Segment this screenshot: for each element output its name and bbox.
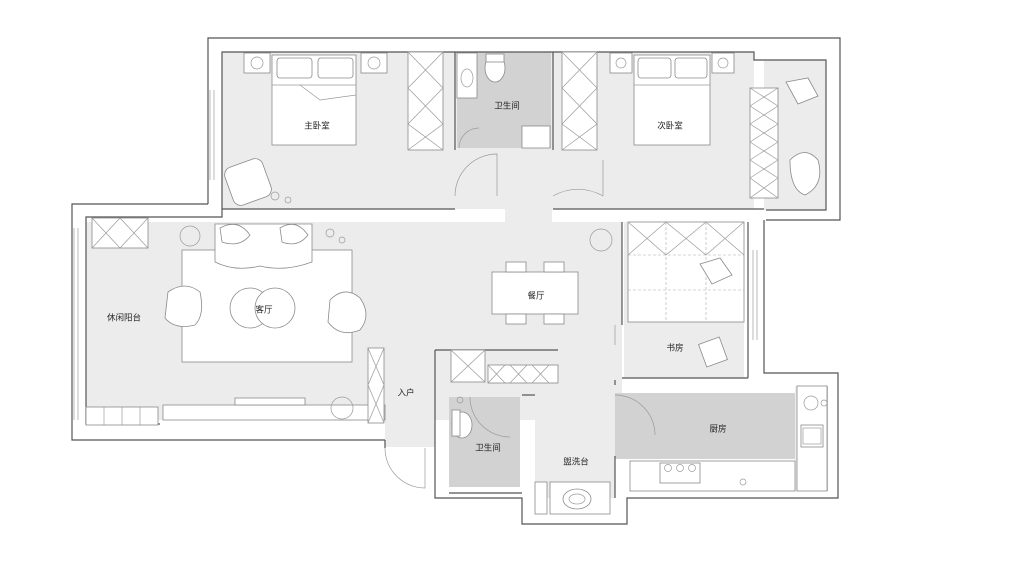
master-lounge-chair — [224, 158, 292, 206]
balcony-cabinets — [85, 217, 159, 426]
sofa — [179, 223, 346, 269]
bathroom-bottom-fixtures — [451, 396, 473, 439]
label-bathroom-top: 卫生间 — [494, 101, 520, 112]
wash-basin-fixture — [534, 481, 611, 515]
label-wash-basin: 盥洗台 — [563, 457, 589, 468]
bathroom-top-fixtures — [456, 52, 551, 149]
armchairs — [164, 285, 367, 334]
kitchen-counter — [629, 385, 828, 492]
label-leisure-balcony: 休闲阳台 — [107, 313, 141, 324]
entry-cabinet — [367, 347, 385, 424]
coffee-tables — [229, 287, 296, 329]
label-study: 书房 — [666, 343, 683, 354]
tv-console — [162, 396, 386, 421]
label-second-bedroom: 次卧室 — [657, 121, 683, 132]
room-labels: 主卧室 卫生间 次卧室 客厅 休闲阳台 餐厅 书房 入户 卫生间 盥洗台 厨房 — [107, 101, 727, 468]
label-bathroom-bottom: 卫生间 — [475, 443, 501, 454]
master-bed — [271, 54, 357, 146]
nightstand-lamps — [243, 52, 388, 74]
label-kitchen: 厨房 — [709, 424, 726, 435]
label-living-room: 客厅 — [255, 305, 273, 316]
master-wardrobe — [407, 51, 444, 151]
balcony-top-furniture — [749, 77, 821, 199]
dining-table — [491, 228, 613, 325]
doors — [384, 127, 656, 489]
study-daybed — [627, 221, 745, 368]
center-cabinets — [450, 349, 559, 384]
label-master-bedroom: 主卧室 — [304, 121, 330, 132]
second-bed — [609, 52, 735, 146]
label-entrance: 入户 — [397, 388, 414, 399]
walls — [71, 37, 841, 525]
second-wardrobe — [561, 51, 598, 151]
label-dining-room: 餐厅 — [527, 292, 545, 302]
